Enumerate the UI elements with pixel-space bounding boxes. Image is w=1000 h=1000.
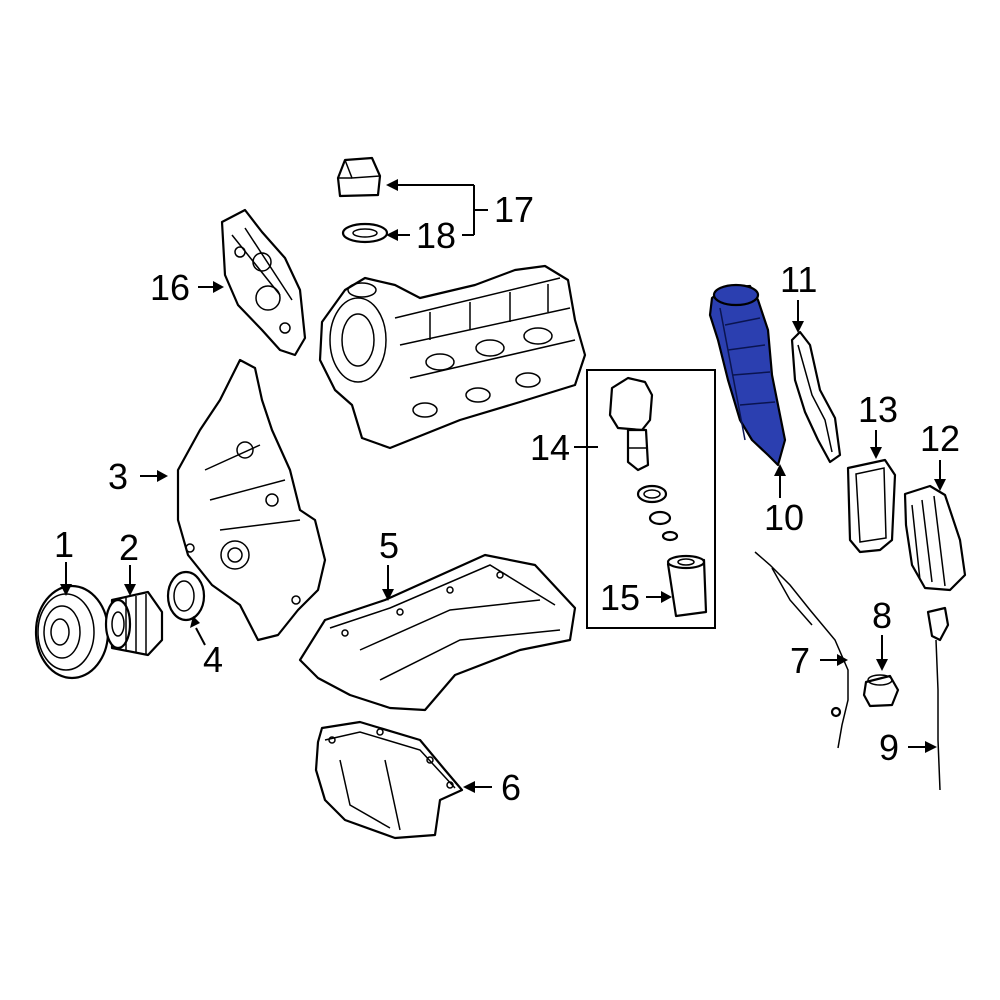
drain-plug <box>862 674 900 708</box>
callout-4: 4 <box>203 639 223 680</box>
oil-dipstick <box>926 606 950 791</box>
callout-18: 18 <box>416 215 456 256</box>
oil-cooler-gasket <box>846 458 897 554</box>
engine-block <box>318 264 587 450</box>
callout-6: 6 <box>501 767 521 808</box>
crankshaft-pulley <box>34 584 110 680</box>
cap-seal-ring <box>341 222 389 244</box>
filter-housing-gasket <box>790 330 842 464</box>
callout-12: 12 <box>920 418 960 459</box>
dipstick-tube <box>754 551 849 749</box>
filter-kit-box <box>586 369 716 629</box>
callout-10: 10 <box>764 497 804 538</box>
oil-filter-housing-highlighted <box>708 283 787 467</box>
callout-labels: 1 2 3 4 5 6 7 8 9 10 11 12 13 14 15 16 1… <box>54 189 960 808</box>
front-crank-seal <box>166 570 206 622</box>
callout-9: 9 <box>879 727 899 768</box>
upper-oil-pan <box>298 553 577 712</box>
callout-5: 5 <box>379 525 399 566</box>
callout-13: 13 <box>858 389 898 430</box>
lower-oil-pan <box>314 720 464 840</box>
oil-cooler <box>903 484 967 592</box>
timing-case-cover <box>176 358 327 642</box>
callout-16: 16 <box>150 267 190 308</box>
callout-11: 11 <box>780 259 817 300</box>
callout-8: 8 <box>872 595 892 636</box>
callout-14: 14 <box>530 427 570 468</box>
callout-17: 17 <box>494 189 534 230</box>
callout-7: 7 <box>790 640 810 681</box>
callout-1: 1 <box>54 524 74 565</box>
timing-cover-plate <box>220 208 307 357</box>
vibration-damper <box>104 590 164 657</box>
callout-2: 2 <box>119 527 139 568</box>
callout-3: 3 <box>108 456 128 497</box>
leader-lines <box>60 179 946 793</box>
oil-filler-cap <box>336 156 382 198</box>
callout-15: 15 <box>600 577 640 618</box>
oil-filter-element <box>666 554 708 618</box>
